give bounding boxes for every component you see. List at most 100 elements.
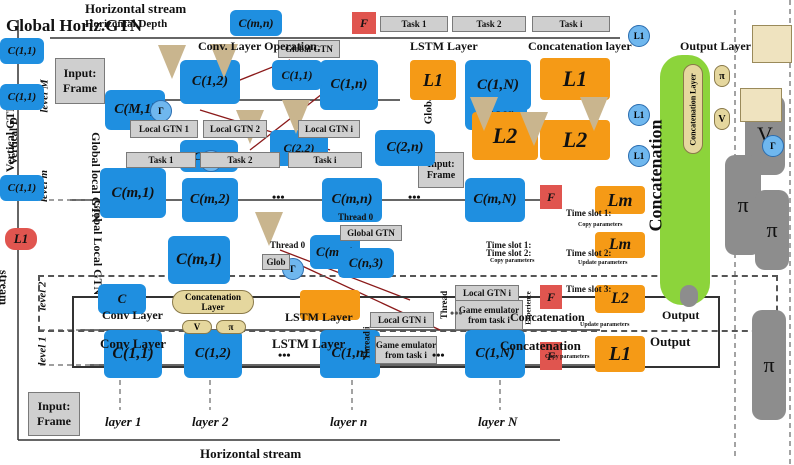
gamma-circle-right: Γ xyxy=(762,135,784,157)
update-params-1: Update parameters xyxy=(580,322,630,328)
concatenation-layer-top-label: Concatenation layer xyxy=(528,39,632,53)
beige-box-1 xyxy=(752,25,792,63)
thread-vertical-label: Thread xyxy=(439,290,450,320)
thread-0-label: Thread 0 xyxy=(338,212,374,222)
local-gtn-i-2: Local GTN i xyxy=(370,312,434,328)
conv-layer-operation-label: Conv. Layer Operation xyxy=(198,39,317,53)
L1-red-left: L1 xyxy=(5,228,37,250)
cell-c11-left-2: C(1,1) xyxy=(0,84,44,110)
cell-c12-bottom: C(1,2) xyxy=(184,330,242,378)
time-slot-3: Time slot 3: xyxy=(566,284,612,294)
beige-box-2 xyxy=(740,88,782,122)
v-pill: V xyxy=(182,320,212,334)
cell-c-level2: C xyxy=(98,284,146,314)
lstm-layer-level1-label: LSTM Layer xyxy=(272,336,346,351)
local-gtn-1: Local GTN 1 xyxy=(130,120,198,138)
concat-layer-vertical-label: Concatenation Layer xyxy=(688,72,698,146)
layer-label-N: layer N xyxy=(478,414,518,429)
concat-layer-vertical-pill: Concatenation Layer xyxy=(683,64,703,154)
cell-cm1: C(m,1) xyxy=(100,168,166,218)
fc-F-top: F xyxy=(352,12,376,34)
dots-ellipsis-4: ••• xyxy=(432,348,445,362)
lstm-layer-level2-label: LSTM Layer xyxy=(285,310,353,324)
global-gtn-top: Global GTN xyxy=(278,40,340,58)
cell-cmn-top: C(m,n) xyxy=(230,10,282,36)
concatenation-big-label: Concatenation xyxy=(645,119,666,232)
global-gtn-small: Glob xyxy=(262,254,290,270)
v-pill-right: V xyxy=(714,108,730,130)
concatenation-level1-label: Concatenation xyxy=(500,338,581,353)
triangle-gate-7 xyxy=(580,97,608,131)
time-slot-2-a: Time slot 2: xyxy=(566,248,612,258)
global-gtn-middle: Global GTN xyxy=(340,225,402,241)
lstm-L2-c: L2 xyxy=(540,120,610,160)
time-slot-1-b: Time slot 1: xyxy=(486,240,532,250)
output-level2-label: Output xyxy=(662,308,700,322)
cell-c2n: C(2,n) xyxy=(375,130,435,166)
level-label-1: level 1 xyxy=(36,336,49,366)
cell-cmN: C(m,N) xyxy=(465,178,525,222)
layer-label-1: layer 1 xyxy=(105,414,142,429)
output-column-4: π xyxy=(752,310,786,420)
triangle-gate-1 xyxy=(158,45,186,79)
concatenation-layer-pill: Concatenation Layer xyxy=(172,290,254,314)
lstm-block-middle xyxy=(300,290,360,320)
triangle-gate-6 xyxy=(470,97,498,131)
lstm-Lm-2: Lm xyxy=(595,232,645,258)
task-2-top: Task 2 xyxy=(452,16,526,32)
task-1-mid: Task 1 xyxy=(126,152,196,168)
output-level1-label: Output xyxy=(650,334,691,349)
task-i-top: Task i xyxy=(532,16,610,32)
copy-params-1: Copy parameters xyxy=(578,222,623,228)
cell-cm1-b: C(m,1) xyxy=(168,236,230,284)
pi-pill: π xyxy=(216,320,246,334)
concatenation-level2-label: Concatenation xyxy=(510,310,585,324)
horizontal-depth-label: Horizontal Depth xyxy=(85,18,168,30)
L1-circle-top: L1 xyxy=(628,25,650,47)
fc-F-middle: F xyxy=(540,185,562,209)
task-1-top: Task 1 xyxy=(380,16,448,32)
cell-cmn-top-2: C(1,1) xyxy=(272,60,322,90)
task-2-mid: Task 2 xyxy=(200,152,280,168)
triangle-gate-5 xyxy=(255,212,283,246)
dots-ellipsis-1: ••• xyxy=(272,190,285,204)
lstm-Lm: Lm xyxy=(595,186,645,214)
cell-c11-left-3: C(1,1) xyxy=(0,175,44,201)
conv-layer-level2-label: Conv Layer xyxy=(102,308,163,322)
lstm-L1-a: L1 xyxy=(410,60,456,100)
cell-c11-left-1: C(1,1) xyxy=(0,38,44,64)
task-i-mid: Task i xyxy=(288,152,362,168)
output-column-3: π xyxy=(755,190,789,270)
horizontal-stream-top-label: Horizontal stream xyxy=(85,1,187,16)
triangle-gate-2 xyxy=(210,44,238,78)
L1-circle-lower: L1 xyxy=(628,145,650,167)
thread-0-label-2: Thread 0 xyxy=(270,240,306,250)
update-params-2: Update parameters xyxy=(578,260,628,266)
game-emulator-1: Game emulator from task i xyxy=(375,336,437,364)
cell-cm2: C(m,2) xyxy=(182,178,238,222)
local-gtn-i-3: Local GTN i xyxy=(455,285,519,301)
output-small-box xyxy=(680,285,698,307)
level-2-dashed-box xyxy=(38,275,778,332)
thread-i-label: Thread i xyxy=(361,326,372,360)
cell-cmn: C(m,n) xyxy=(322,178,382,222)
local-gtn-i: Local GTN i xyxy=(298,120,360,138)
pi-pill-right: π xyxy=(714,65,730,87)
horizontal-stream-bottom-label: Horizontal stream xyxy=(200,446,302,461)
vertical-depth-label: Vertical D xyxy=(7,117,20,165)
dots-ellipsis-2: ••• xyxy=(408,190,421,204)
layer-label-n: layer n xyxy=(330,414,368,429)
lstm-L2-b: L2 xyxy=(595,285,645,313)
time-slot-1-a: Time slot 1: xyxy=(566,208,612,218)
cell-c1N-bottom: C(1,N) xyxy=(465,330,525,378)
lstm-L1-b: L1 xyxy=(540,58,610,100)
lstm-L1-c: L1 xyxy=(595,336,645,372)
cell-c11-bottom: C(1,1) xyxy=(104,330,162,378)
global-horizontal-gtn-title: Global Horiz.GTN xyxy=(6,16,142,35)
local-gtn-2: Local GTN 2 xyxy=(203,120,267,138)
dots-ellipsis-5: ••• xyxy=(450,306,463,320)
triangle-gate-8 xyxy=(520,112,548,146)
copy-params-2: Copy parameters xyxy=(490,258,535,264)
cell-cn3: C(n,3) xyxy=(338,248,394,278)
lstm-layer-top-label: LSTM Layer xyxy=(410,39,478,53)
